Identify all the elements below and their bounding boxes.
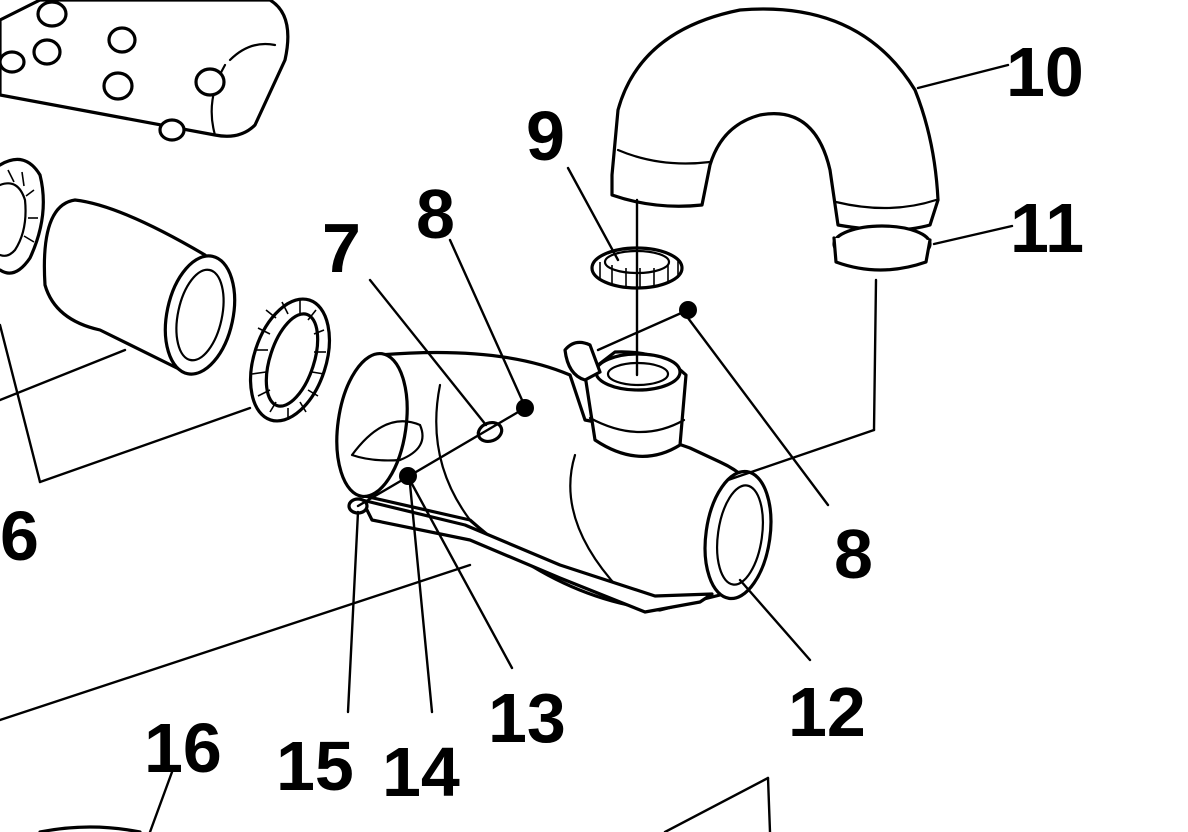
callout-8-right: 8 xyxy=(834,515,873,593)
knurled-ring-part xyxy=(249,297,331,423)
callouts: 6 7 8 8 9 10 11 12 13 14 15 16 xyxy=(0,33,1084,811)
callout-13: 13 xyxy=(488,679,566,757)
bottom-partial-parts xyxy=(38,776,772,832)
callout-9: 9 xyxy=(526,97,565,175)
callout-16: 16 xyxy=(144,709,222,787)
upper-housing-part xyxy=(0,0,290,142)
assembly-lines xyxy=(0,198,878,722)
callout-11: 11 xyxy=(1010,189,1084,267)
callout-leaders xyxy=(148,63,1014,832)
fasteners xyxy=(347,301,697,515)
callout-7: 7 xyxy=(322,209,361,287)
callout-6: 6 xyxy=(0,497,39,575)
callout-14: 14 xyxy=(382,733,460,811)
muffler-body-part xyxy=(335,340,773,614)
left-clamp-ring-part xyxy=(0,157,45,275)
callout-12: 12 xyxy=(788,673,866,751)
callout-10: 10 xyxy=(1006,33,1084,111)
callout-15: 15 xyxy=(276,727,354,805)
elbow-tube-part xyxy=(610,7,940,272)
callout-8-upper: 8 xyxy=(416,175,455,253)
hose-sleeve-part xyxy=(42,198,237,376)
